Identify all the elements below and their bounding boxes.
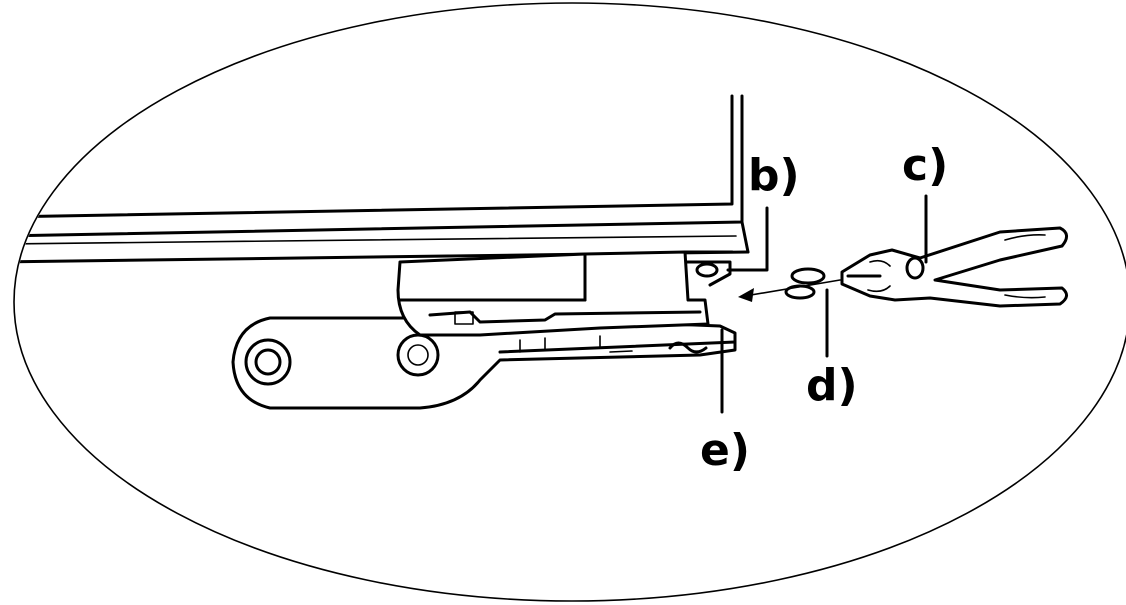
callout-b: b) <box>748 150 800 201</box>
callout-leaders <box>720 194 928 414</box>
hinge-housing <box>396 250 734 337</box>
pliers-tool <box>840 226 1068 308</box>
callout-c: c) <box>902 140 948 191</box>
pin-clip <box>784 267 826 300</box>
callout-d: d) <box>806 360 858 411</box>
callout-e: e) <box>700 425 750 476</box>
